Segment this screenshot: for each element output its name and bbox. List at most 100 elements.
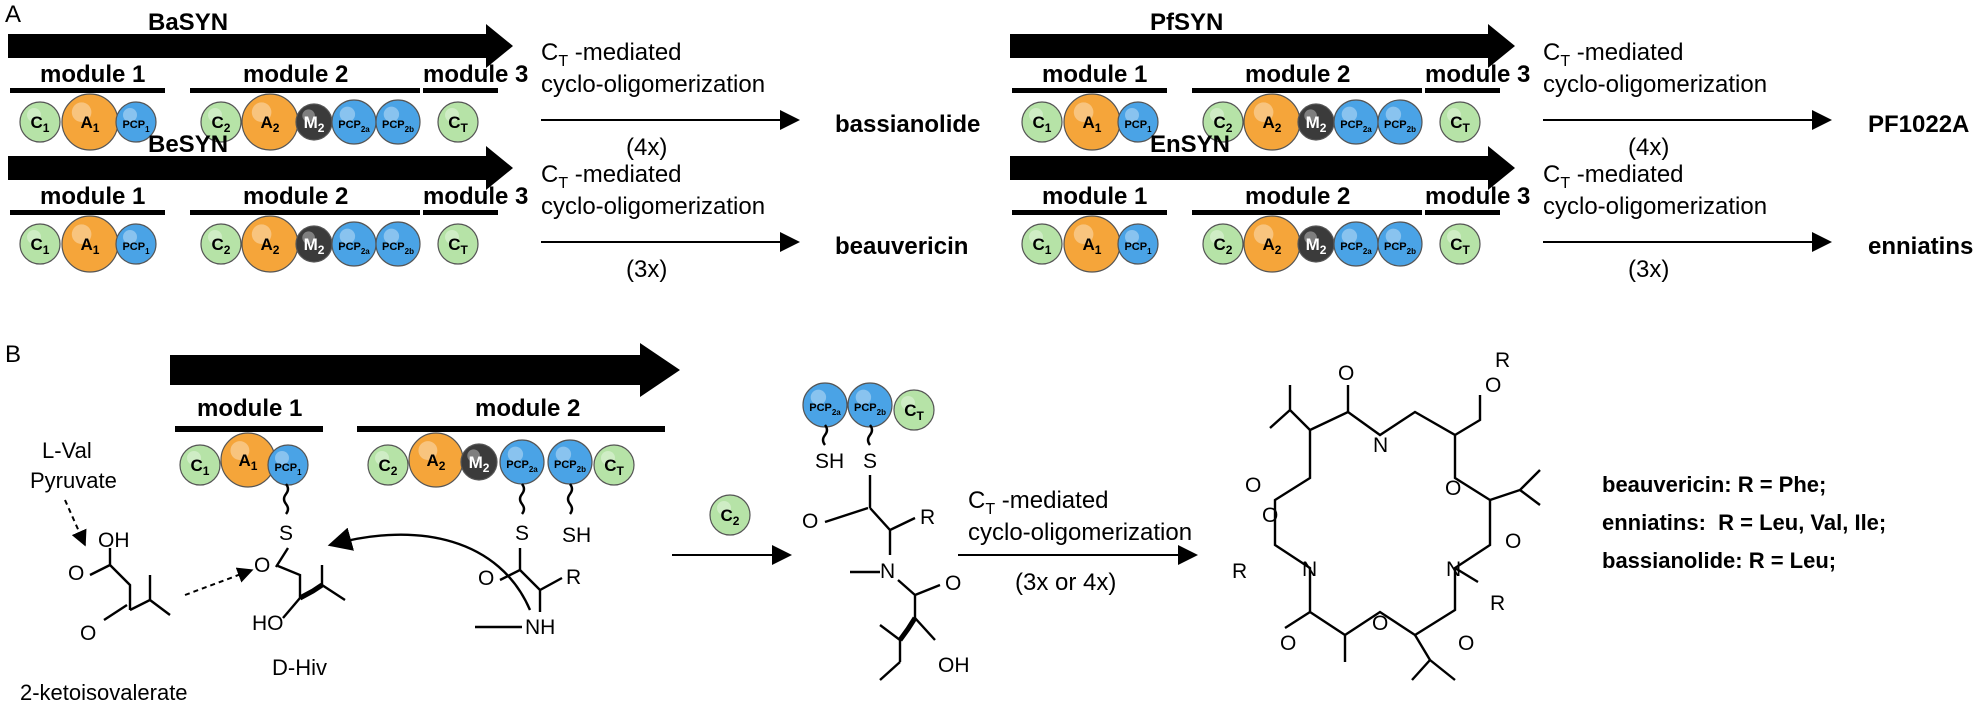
mid-pcp2a-label: PCP2a — [809, 402, 841, 417]
domain-c1-label: C1 — [1033, 235, 1052, 257]
b-domain-a1: A1 — [220, 432, 276, 488]
domain-a1-label: A1 — [1083, 113, 1102, 135]
ring-N2: N — [1302, 558, 1317, 581]
domain-c1-label: C1 — [31, 235, 50, 257]
module-bar — [10, 88, 165, 93]
reaction-line1: CT -mediated — [1543, 39, 1684, 70]
domain-c2-label: C2 — [1214, 235, 1233, 257]
domain-pcp1: PCP1 — [115, 101, 157, 143]
ring-O2: O — [1485, 374, 1501, 397]
b-domain-m2-label: M2 — [469, 453, 490, 475]
module-bar — [10, 210, 165, 215]
domain-pcp2a: PCP2a — [1333, 99, 1379, 145]
b-domain-a1-label: A1 — [239, 451, 258, 473]
domain-pcp1: PCP1 — [115, 223, 157, 265]
b-domain-a2: A2 — [408, 432, 464, 488]
hiv-O: O — [254, 554, 270, 577]
domain-a1: A1 — [1063, 215, 1121, 273]
domain-c1-label: C1 — [1033, 113, 1052, 135]
module-label: module 2 — [243, 183, 348, 210]
reaction-count: (3x) — [626, 256, 667, 283]
module-bar — [1425, 210, 1500, 215]
ring-O5: O — [1262, 504, 1278, 527]
domain-pcp2b-label: PCP2b — [382, 241, 414, 256]
m2-bonds — [499, 548, 563, 612]
domain-pcp2b-label: PCP2b — [1384, 241, 1416, 256]
atom-s-pcp2a: S — [515, 522, 529, 545]
domain-a2-label: A2 — [261, 113, 280, 135]
c2-ball: C2 — [709, 494, 751, 536]
m2-NH: NH — [525, 616, 555, 639]
m2-R: R — [566, 566, 581, 589]
domain-c1: C1 — [1021, 223, 1063, 265]
domain-pcp2b: PCP2b — [1377, 221, 1423, 267]
label-dhiv: D-Hiv — [272, 655, 327, 680]
atom-s-pcp1: S — [279, 522, 293, 545]
domain-pcp2b-label: PCP2b — [1384, 119, 1416, 134]
ring-N3: N — [1446, 558, 1461, 581]
domain-c2: C2 — [1202, 101, 1244, 143]
module-bar — [1425, 88, 1500, 93]
domain-pcp2a-label: PCP2a — [338, 241, 370, 256]
reaction-count: (4x) — [1628, 134, 1669, 161]
b-domain-c2: C2 — [367, 444, 409, 486]
mid-bonds-1 — [824, 475, 916, 555]
reaction-line2: cyclo-oligomerization — [541, 71, 765, 98]
ring-R3: R — [1490, 592, 1505, 615]
b-domain-pcp1: PCP1 — [267, 444, 309, 486]
synthetase-name: EnSYN — [1150, 131, 1230, 158]
domain-c2: C2 — [200, 101, 242, 143]
domain-m2-label: M2 — [304, 113, 325, 135]
mid-R: R — [920, 506, 935, 529]
module-label: module 1 — [1042, 61, 1147, 88]
mid-pcp2b-label: PCP2b — [854, 402, 886, 417]
substrate-lval: L-Val — [42, 438, 92, 463]
domain-pcp1: PCP1 — [1117, 223, 1159, 265]
synthetase-name: BeSYN — [148, 131, 228, 158]
domain-ct-label: CT — [448, 113, 468, 135]
ring-R2: R — [1232, 560, 1247, 583]
domain-c2-label: C2 — [212, 113, 231, 135]
ring-O9: O — [1458, 632, 1474, 655]
b-domain-pcp2a-label: PCP2a — [506, 459, 538, 474]
reaction-b-line2: cyclo-oligomerization — [968, 519, 1192, 546]
c2-ball-label: C2 — [721, 506, 740, 528]
domain-a1-label: A1 — [1083, 235, 1102, 257]
domain-pcp2b: PCP2b — [1377, 99, 1423, 145]
domain-pcp2b: PCP2b — [375, 221, 421, 267]
tether-pcp2b — [566, 483, 574, 515]
domain-pcp2b-label: PCP2b — [382, 119, 414, 134]
domain-a2: A2 — [241, 93, 299, 151]
domain-c2-label: C2 — [212, 235, 231, 257]
gene-arrow — [1010, 24, 1515, 68]
mid-pcp2a: PCP2a — [802, 382, 848, 428]
b-domain-pcp2b: PCP2b — [547, 439, 593, 485]
gene-arrow — [8, 24, 513, 68]
domain-m2: M2 — [295, 103, 333, 141]
dashed-arrow-1 — [64, 499, 87, 547]
domain-c1: C1 — [19, 223, 61, 265]
b-domain-m2: M2 — [460, 443, 498, 481]
module-bar — [1192, 210, 1422, 215]
label-2-ketoisovalerate: 2-ketoisovalerate — [20, 680, 188, 705]
module-1-bar-b — [175, 426, 323, 432]
kiv-O1: O — [68, 562, 84, 585]
mid-OH: OH — [938, 654, 970, 677]
module-1-label-b: module 1 — [197, 395, 302, 422]
domain-m2: M2 — [1297, 225, 1335, 263]
domain-ct-label: CT — [1450, 235, 1470, 257]
ring-O1: O — [1338, 362, 1354, 385]
domain-ct-label: CT — [448, 235, 468, 257]
product-name: enniatins — [1868, 233, 1973, 260]
hiv-bonds — [274, 547, 346, 602]
mid-bonds-2 — [850, 570, 941, 618]
domain-m2: M2 — [295, 225, 333, 263]
rgroup-beauvericin: beauvericin: R = Phe; — [1602, 472, 1826, 497]
mid-ct: CT — [893, 389, 935, 431]
reaction-line1: CT -mediated — [541, 39, 682, 70]
b-domain-c1: C1 — [179, 444, 221, 486]
ring-O6: O — [1505, 530, 1521, 553]
